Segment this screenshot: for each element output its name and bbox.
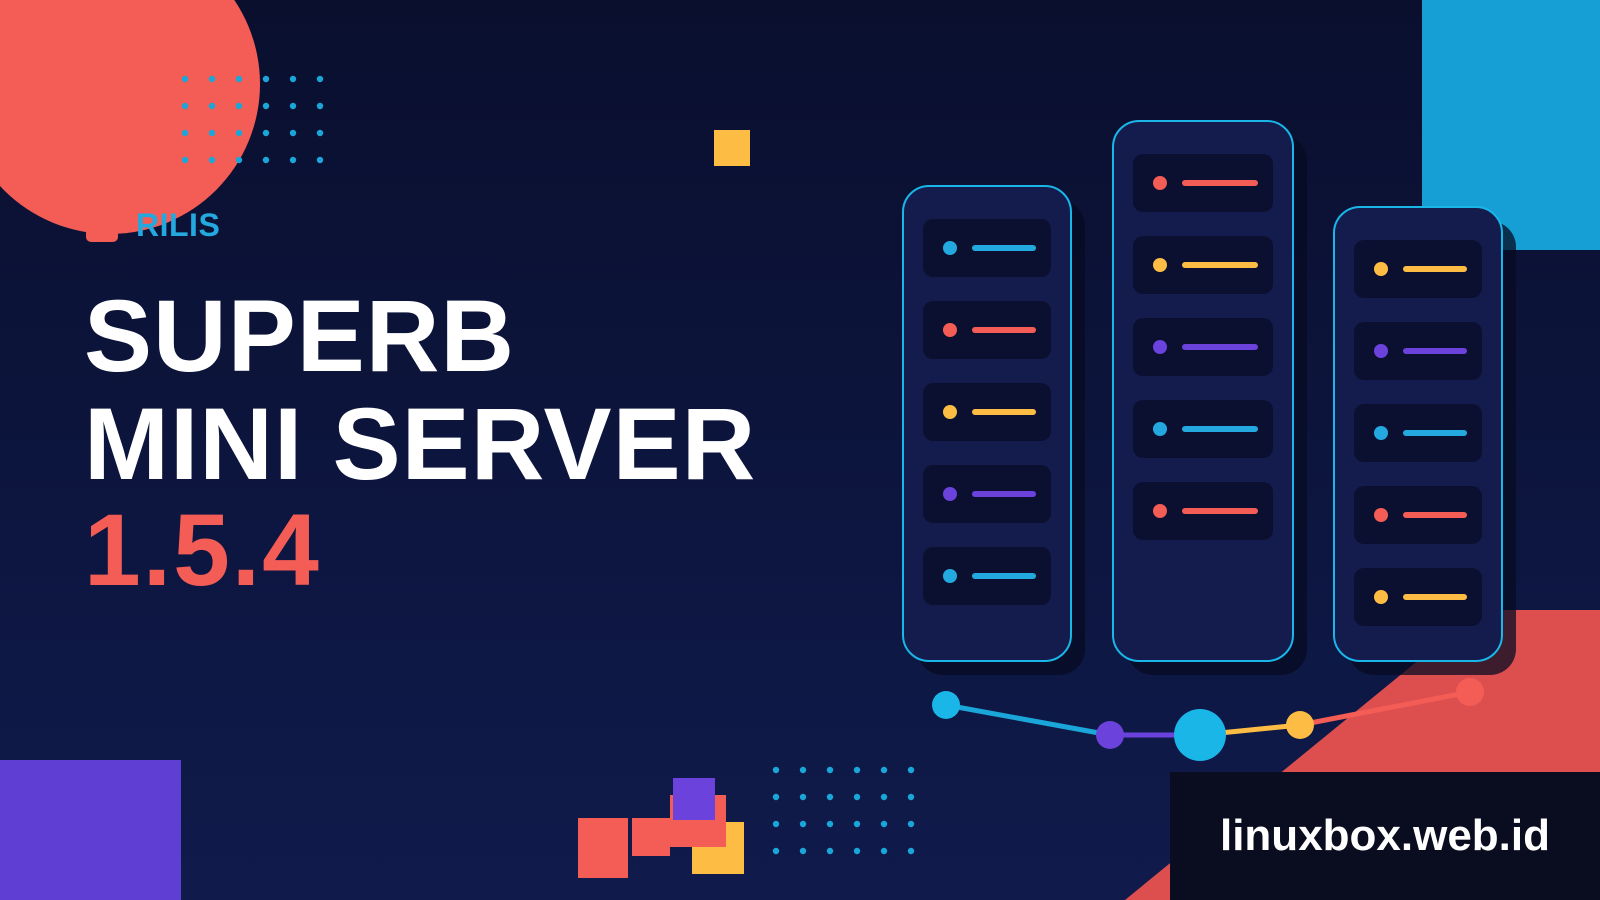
version-number: 1.5.4 [84,493,321,607]
page-title: SUPERB MINI SERVER [84,282,756,498]
tag-marker-icon [86,209,118,242]
yellow-small-square [714,130,750,166]
server-rack-icon [902,185,1085,675]
server-rack-icon [1333,206,1516,675]
network-nodes-icon [932,678,1484,761]
coral-block-a [578,818,628,878]
brand-box [1170,772,1600,900]
tag-label: RILIS [136,207,221,243]
coral-block-b [632,818,670,856]
server-rack-icon [1112,120,1307,675]
purple-block [673,778,715,820]
title-line-1: SUPERB [84,279,516,393]
website-label: linuxbox.web.id [1219,811,1551,860]
purple-corner-shape [0,760,181,900]
title-line-2: MINI SERVER [84,387,757,501]
release-tag: RILIS [86,207,220,244]
dot-grid-icon [181,75,324,164]
dot-grid-icon [772,766,915,855]
coral-circle-shape [0,0,260,234]
